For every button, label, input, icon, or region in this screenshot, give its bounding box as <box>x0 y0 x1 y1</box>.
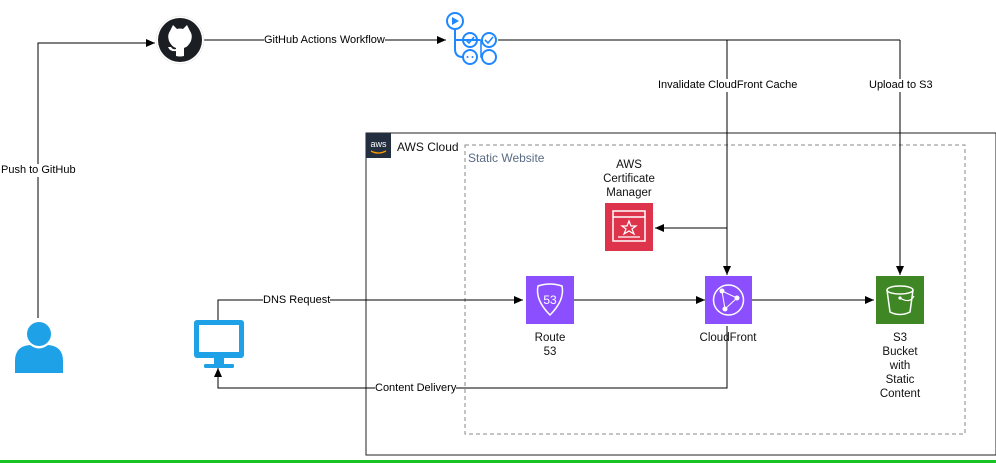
route53-icon: 53 <box>526 276 574 324</box>
certificate-manager-icon <box>605 203 653 251</box>
label-upload-to-s3: Upload to S3 <box>869 79 933 92</box>
aws-cloud-title: AWS Cloud <box>397 140 459 154</box>
edge-push-to-github <box>37 39 155 318</box>
acm-label: AWS Certificate Manager <box>603 159 655 199</box>
github-icon <box>155 15 205 65</box>
label-content-delivery: Content Delivery <box>375 382 457 395</box>
cloudfront-icon <box>705 276 752 324</box>
label-push-to-github: Push to GitHub <box>1 164 76 177</box>
s3-bucket-icon <box>876 276 924 324</box>
edge-content-delivery <box>214 326 728 389</box>
monitor-icon <box>194 320 244 368</box>
aws-logo-badge <box>366 133 391 158</box>
cloudfront-label: CloudFront <box>699 332 757 344</box>
aws-cloud-group <box>365 132 996 456</box>
aws-logo-smile <box>370 150 387 154</box>
edge-dns-request <box>217 296 523 320</box>
static-website-group <box>464 144 966 435</box>
bottom-status-bar <box>0 460 996 463</box>
route53-label: Route 53 <box>534 332 566 358</box>
static-website-title: Static Website <box>468 151 545 165</box>
github-actions-icon <box>446 12 497 65</box>
route53-badge-text: 53 <box>543 293 557 307</box>
aws-logo-text: aws <box>370 139 387 149</box>
label-invalidate-cloudfront-cache: Invalidate CloudFront Cache <box>658 79 798 92</box>
user-icon <box>15 322 63 373</box>
label-github-actions-workflow: GitHub Actions Workflow <box>264 34 385 47</box>
label-dns-request: DNS Request <box>263 294 331 307</box>
s3-label: S3 Bucket with Static Content <box>879 332 921 400</box>
